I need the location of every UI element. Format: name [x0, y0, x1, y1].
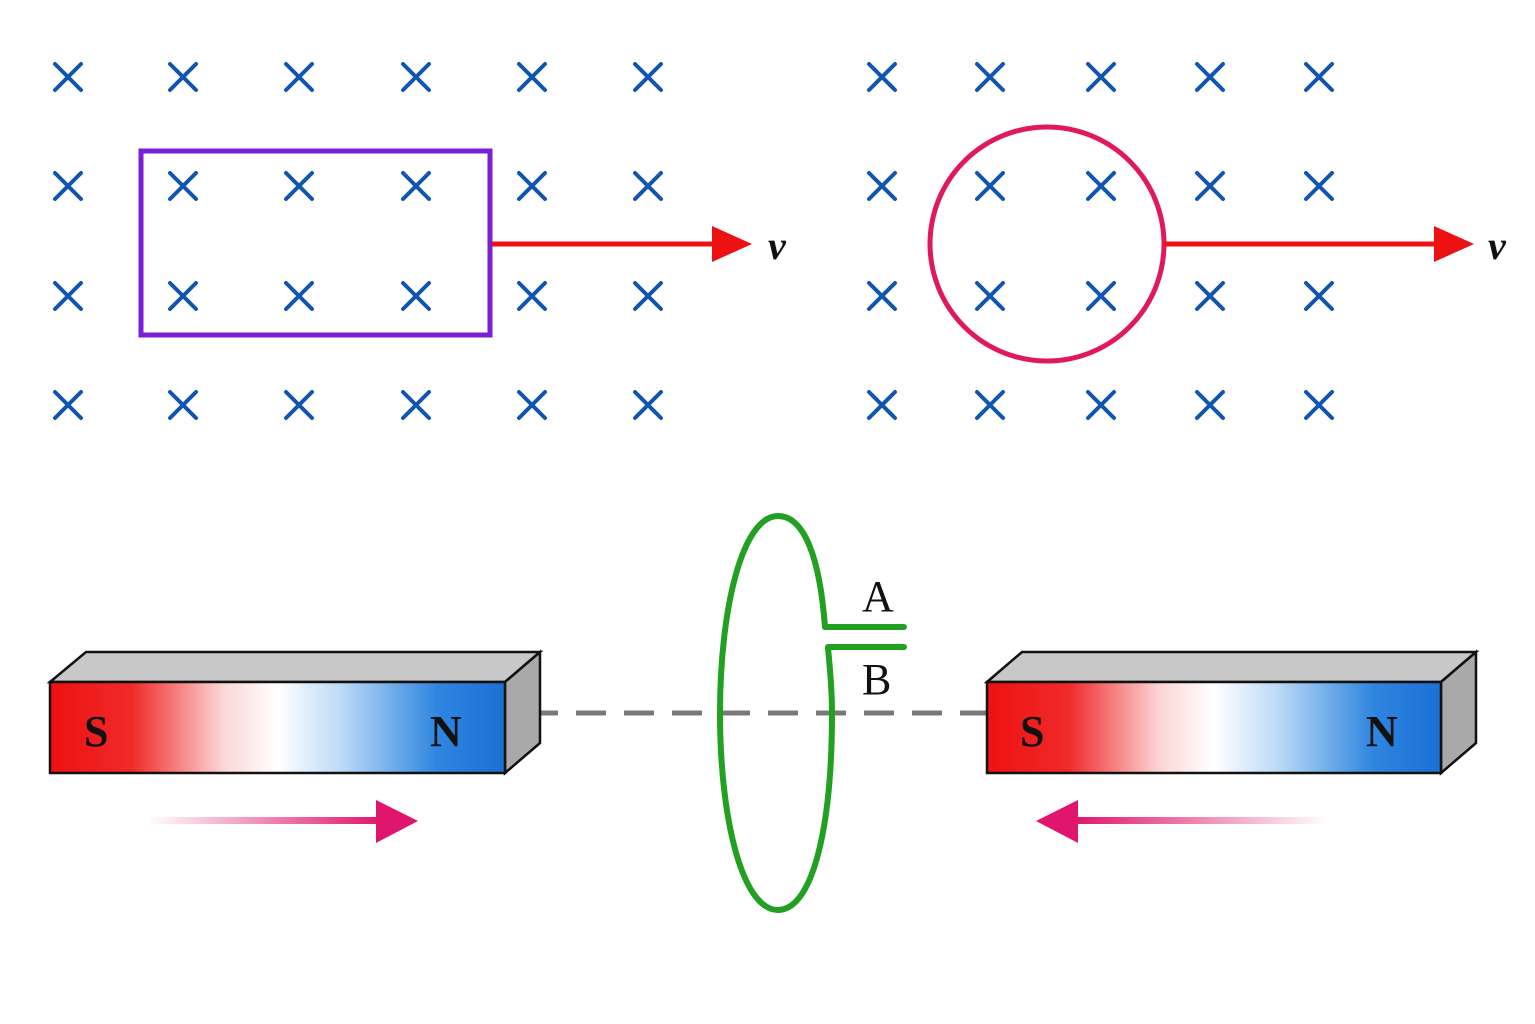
field-cross-icon	[517, 62, 547, 92]
right-magnet-south-label: S	[1020, 707, 1044, 756]
left-bar-magnet	[46, 649, 544, 776]
field-cross-icon	[1195, 281, 1225, 311]
right-bar-magnet	[983, 649, 1480, 776]
left-magnet-north-label: N	[430, 707, 462, 756]
field-cross-icon	[975, 390, 1005, 420]
field-cross-icon	[867, 390, 897, 420]
coil-loop	[717, 513, 907, 913]
magnetic-field-crosses-right	[867, 62, 1334, 420]
field-cross-icon	[1304, 281, 1334, 311]
coil-terminal-b-label: B	[862, 655, 891, 704]
field-cross-icon	[53, 390, 83, 420]
field-cross-icon	[168, 62, 198, 92]
field-cross-icon	[633, 390, 663, 420]
field-cross-icon	[401, 281, 431, 311]
field-cross-icon	[975, 171, 1005, 201]
field-cross-icon	[867, 62, 897, 92]
magnetic-field-crosses-left	[53, 62, 663, 420]
field-cross-icon	[1195, 171, 1225, 201]
rectangular-loop	[138, 148, 493, 338]
field-cross-icon	[401, 390, 431, 420]
field-cross-icon	[53, 62, 83, 92]
field-cross-icon	[633, 281, 663, 311]
velocity-label-left: v	[768, 223, 787, 268]
field-cross-icon	[633, 171, 663, 201]
left-magnet-motion-arrow	[148, 800, 418, 843]
field-cross-icon	[1086, 62, 1116, 92]
field-cross-icon	[633, 62, 663, 92]
field-cross-icon	[517, 390, 547, 420]
field-cross-icon	[1304, 62, 1334, 92]
field-cross-icon	[1086, 281, 1116, 311]
left-magnet-south-label: S	[84, 707, 108, 756]
field-cross-icon	[517, 281, 547, 311]
field-cross-icon	[1086, 390, 1116, 420]
field-cross-icon	[284, 390, 314, 420]
field-cross-icon	[284, 62, 314, 92]
right-magnet-motion-arrow	[1036, 800, 1328, 843]
field-cross-icon	[168, 281, 198, 311]
field-cross-icon	[1195, 390, 1225, 420]
field-cross-icon	[168, 390, 198, 420]
field-cross-icon	[1304, 390, 1334, 420]
field-cross-icon	[1086, 171, 1116, 201]
velocity-arrow-right	[1164, 226, 1474, 262]
field-cross-icon	[168, 171, 198, 201]
coil-terminal-a-label: A	[862, 572, 894, 621]
circular-loop	[927, 124, 1167, 364]
field-cross-icon	[53, 281, 83, 311]
field-cross-icon	[975, 62, 1005, 92]
field-cross-icon	[867, 281, 897, 311]
field-cross-icon	[517, 171, 547, 201]
velocity-label-right: v	[1488, 223, 1507, 268]
field-cross-icon	[1304, 171, 1334, 201]
field-cross-icon	[867, 171, 897, 201]
field-cross-icon	[975, 281, 1005, 311]
right-magnet-north-label: N	[1366, 707, 1398, 756]
field-cross-icon	[1195, 62, 1225, 92]
field-cross-icon	[284, 171, 314, 201]
field-cross-icon	[284, 281, 314, 311]
field-cross-icon	[401, 62, 431, 92]
field-cross-icon	[53, 171, 83, 201]
field-cross-icon	[401, 171, 431, 201]
velocity-arrow-left	[492, 226, 752, 262]
